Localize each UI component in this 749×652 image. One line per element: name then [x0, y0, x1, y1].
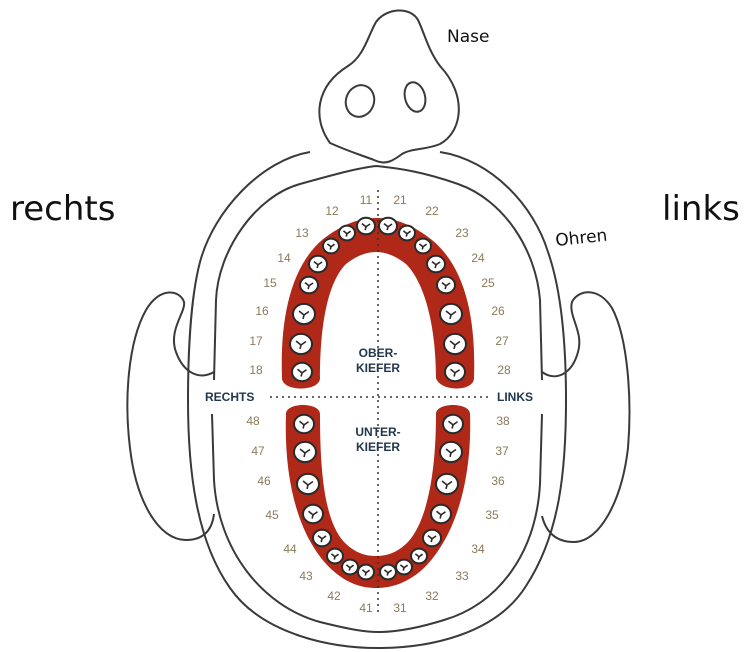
tooth-number-34: 34 [471, 542, 485, 556]
tooth-number-38: 38 [496, 414, 510, 428]
nose-label: Nase [447, 27, 489, 47]
tooth-18 [292, 363, 312, 381]
tooth-number-13: 13 [295, 226, 309, 240]
tooth-28 [445, 363, 465, 381]
tooth-number-41: 41 [359, 601, 373, 615]
tooth-number-37: 37 [495, 444, 509, 458]
tooth-48 [294, 415, 314, 433]
tooth-11 [357, 218, 375, 235]
midlines [270, 190, 492, 612]
tooth-number-11: 11 [360, 193, 373, 207]
upper-jaw-label-line2: KIEFER [356, 361, 400, 375]
tooth-42 [342, 560, 358, 575]
tooth-33 [411, 549, 427, 564]
tooth-number-42: 42 [327, 589, 341, 603]
tooth-number-33: 33 [455, 569, 469, 583]
tooth-number-43: 43 [299, 569, 313, 583]
tooth-number-24: 24 [471, 251, 485, 265]
tooth-45 [303, 505, 323, 523]
tooth-number-18: 18 [249, 363, 263, 377]
tooth-number-45: 45 [265, 508, 279, 522]
tooth-34 [423, 530, 441, 547]
tooth-21 [379, 218, 397, 235]
tooth-13 [323, 239, 339, 254]
tooth-number-47: 47 [251, 444, 265, 458]
tooth-44 [313, 530, 331, 547]
tooth-22 [399, 226, 415, 241]
upper-jaw-label-line1: OBER- [359, 346, 398, 360]
tooth-number-25: 25 [481, 276, 495, 290]
tooth-41 [358, 565, 374, 580]
tooth-number-15: 15 [263, 276, 277, 290]
tooth-37 [440, 442, 462, 462]
ears-label: Ohren [554, 226, 608, 251]
lower-jaw-label-line1: UNTER- [355, 425, 400, 439]
tooth-23 [415, 239, 431, 254]
tooth-24 [427, 256, 445, 273]
left-side-tag: LINKS [497, 390, 533, 404]
tooth-number-21: 21 [393, 193, 407, 207]
tooth-15 [300, 277, 318, 294]
tooth-17 [290, 334, 312, 354]
tooth-32 [396, 560, 412, 575]
tooth-number-26: 26 [491, 304, 505, 318]
tooth-43 [327, 549, 343, 564]
tooth-36 [436, 474, 458, 494]
tooth-14 [309, 256, 327, 273]
tooth-26 [440, 304, 462, 324]
tooth-27 [444, 334, 466, 354]
tooth-35 [431, 505, 451, 523]
tooth-number-27: 27 [495, 334, 509, 348]
tooth-46 [297, 474, 319, 494]
nose-outline [319, 10, 458, 162]
tooth-number-31: 31 [393, 601, 407, 615]
right-ear [127, 292, 214, 540]
tooth-31 [380, 565, 396, 580]
tooth-number-44: 44 [283, 542, 297, 556]
tooth-number-32: 32 [425, 589, 439, 603]
tooth-16 [293, 304, 315, 324]
tooth-25 [437, 277, 455, 294]
tooth-number-22: 22 [425, 204, 439, 218]
left-nostril [341, 81, 378, 121]
right-side-tag: RECHTS [205, 390, 254, 404]
tooth-number-35: 35 [485, 508, 499, 522]
tooth-number-46: 46 [257, 474, 271, 488]
right-nostril [401, 80, 428, 114]
tooth-number-48: 48 [246, 414, 260, 428]
nose [319, 10, 458, 162]
tooth-number-17: 17 [249, 334, 263, 348]
tooth-number-14: 14 [277, 251, 291, 265]
tooth-number-12: 12 [325, 204, 339, 218]
lower-jaw-label-line2: KIEFER [356, 440, 400, 454]
tooth-38 [443, 415, 463, 433]
tooth-47 [294, 442, 316, 462]
tooth-number-28: 28 [497, 363, 511, 377]
tooth-12 [339, 226, 355, 241]
tooth-number-36: 36 [491, 474, 505, 488]
left-ear [542, 292, 629, 542]
tooth-number-16: 16 [255, 304, 269, 318]
tooth-number-23: 23 [455, 226, 469, 240]
